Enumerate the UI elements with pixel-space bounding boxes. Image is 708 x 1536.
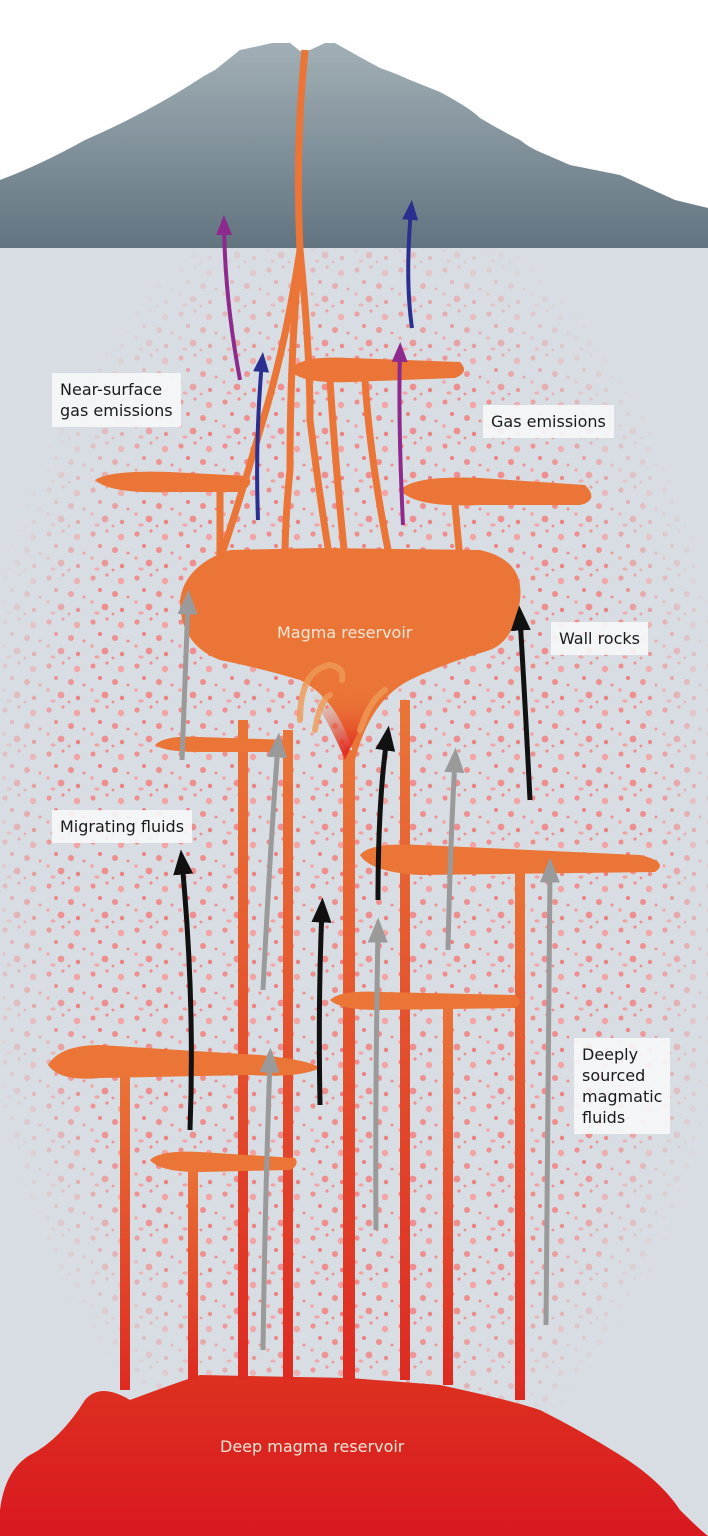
migrating-fluid-arrows [173, 605, 533, 1131]
deep-fluid-arrows [177, 589, 560, 1351]
label-near-surface-gas: Near-surface gas emissions [52, 373, 181, 427]
deep-magma-reservoir-shape [0, 1375, 708, 1536]
volcano-edifice [0, 43, 708, 248]
label-magma-reservoir: Magma reservoir [277, 623, 413, 642]
gas-arrows [216, 200, 419, 526]
sills [48, 357, 660, 1172]
shallow-conduits [216, 49, 464, 562]
magma-reservoir-shape [180, 548, 521, 760]
feeder-dikes [120, 700, 525, 1400]
label-migrating-fluids: Migrating fluids [52, 810, 193, 843]
label-wall-rocks: Wall rocks [551, 622, 648, 655]
label-gas-emissions: Gas emissions [483, 405, 614, 438]
label-deeply-sourced-fluids: Deeply sourced magmatic fluids [574, 1038, 671, 1134]
label-deep-magma-reservoir: Deep magma reservoir [220, 1437, 405, 1456]
